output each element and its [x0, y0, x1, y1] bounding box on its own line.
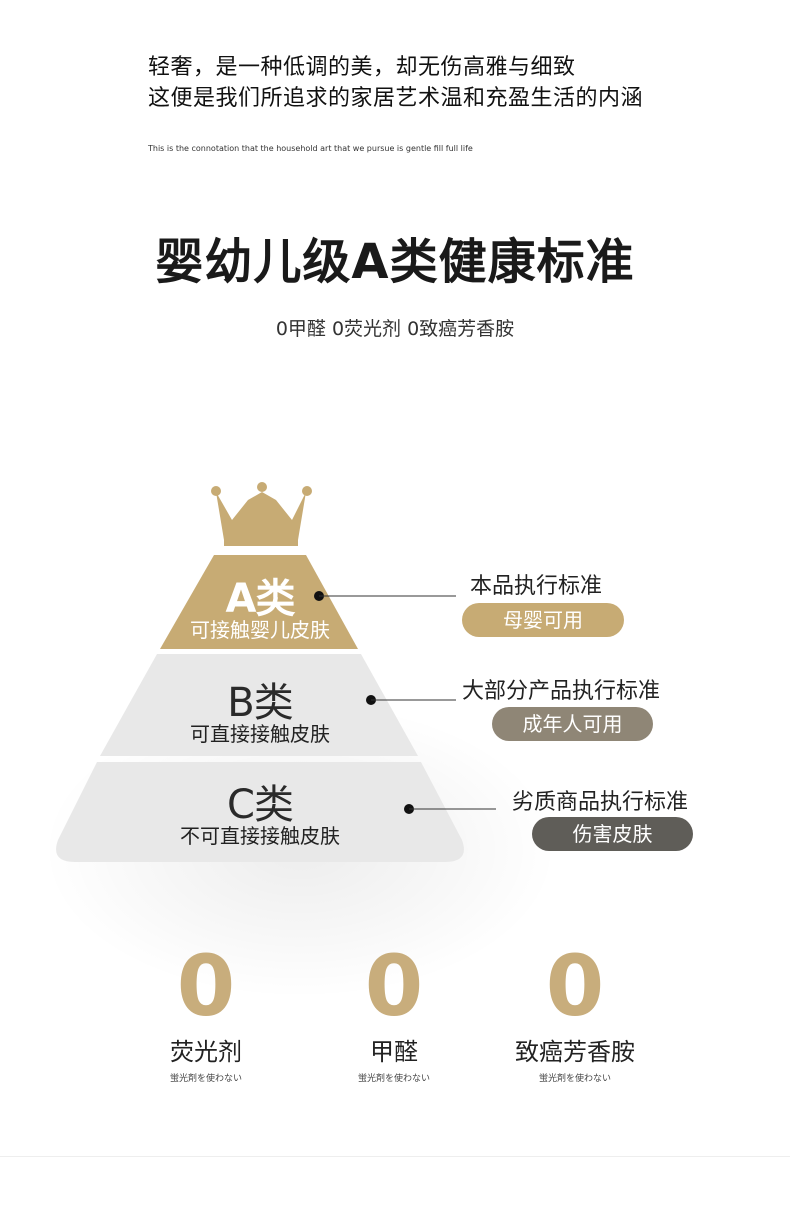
zero-label: 致癌芳香胺 — [515, 1038, 635, 1066]
connector-c — [404, 804, 496, 814]
zero-aromatic-amine: 0 致癌芳香胺 蛍光剤を使わない — [490, 937, 660, 1084]
tier-a-title: A类 — [225, 576, 296, 622]
zero-label: 甲醛 — [370, 1038, 418, 1066]
intro-line-2: 这便是我们所追求的家居艺术温和充盈生活的内涵 — [148, 86, 644, 111]
page-title: 婴幼儿级A类健康标准 — [155, 234, 635, 290]
tier-b-tag: 成年人可用 — [492, 707, 653, 741]
connector-a — [314, 591, 456, 601]
tier-c-description: 不可直接接触皮肤 — [180, 824, 340, 848]
tier-a-standard: 本品执行标准 — [470, 574, 603, 599]
intro-line-1: 轻奢，是一种低调的美，却无伤高雅与细致 — [148, 55, 576, 80]
zero-note: 蛍光剤を使わない — [538, 1074, 611, 1084]
crown-icon — [211, 482, 312, 546]
tier-a-tag: 母婴可用 — [462, 603, 624, 637]
zero-number: 0 — [364, 937, 424, 1035]
tier-c-standard: 劣质商品执行标准 — [512, 790, 689, 815]
zero-formaldehyde: 0 甲醛 蛍光剤を使わない — [309, 937, 479, 1084]
page-subtitle: 0甲醛 0荧光剂 0致癌芳香胺 — [275, 318, 515, 340]
tier-b-standard: 大部分产品执行标准 — [462, 679, 661, 704]
intro-english: This is the connotation that the househo… — [148, 144, 473, 153]
tier-c-shape — [56, 762, 464, 862]
connector-b — [366, 695, 456, 705]
zero-number: 0 — [176, 937, 236, 1035]
tier-b-shape — [100, 654, 418, 756]
tier-c-title: C类 — [227, 782, 294, 828]
zero-fluorescent: 0 荧光剂 蛍光剤を使わない — [121, 937, 291, 1084]
zero-note: 蛍光剤を使わない — [357, 1074, 430, 1084]
zero-note: 蛍光剤を使わない — [169, 1074, 242, 1084]
tier-a-shape — [160, 555, 358, 649]
tier-b-title: B类 — [227, 680, 293, 726]
tier-b-description: 可直接接触皮肤 — [190, 722, 330, 746]
zero-label: 荧光剂 — [170, 1038, 242, 1066]
bottom-divider — [0, 1156, 790, 1157]
zero-number: 0 — [545, 937, 605, 1035]
tier-c-tag: 伤害皮肤 — [532, 817, 693, 851]
intro-block: 轻奢，是一种低调的美，却无伤高雅与细致 这便是我们所追求的家居艺术温和充盈生活的… — [148, 52, 643, 114]
tier-a-description: 可接触婴儿皮肤 — [190, 618, 330, 642]
